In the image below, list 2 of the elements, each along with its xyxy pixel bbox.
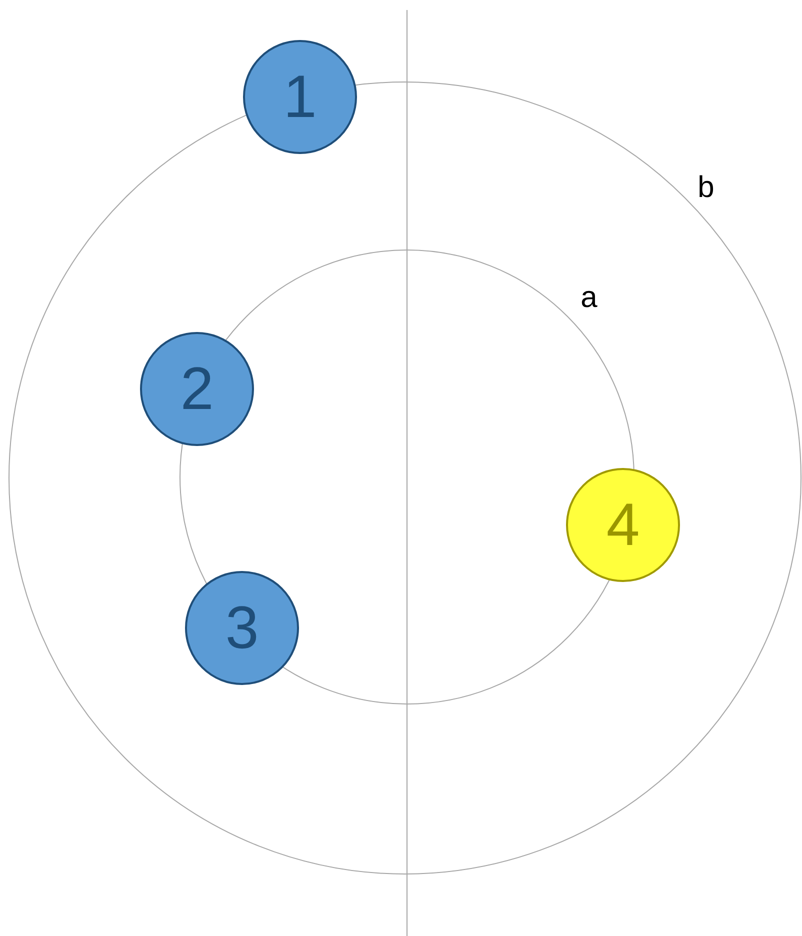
ring-label: a (580, 283, 598, 313)
ring-label: b (698, 173, 714, 203)
